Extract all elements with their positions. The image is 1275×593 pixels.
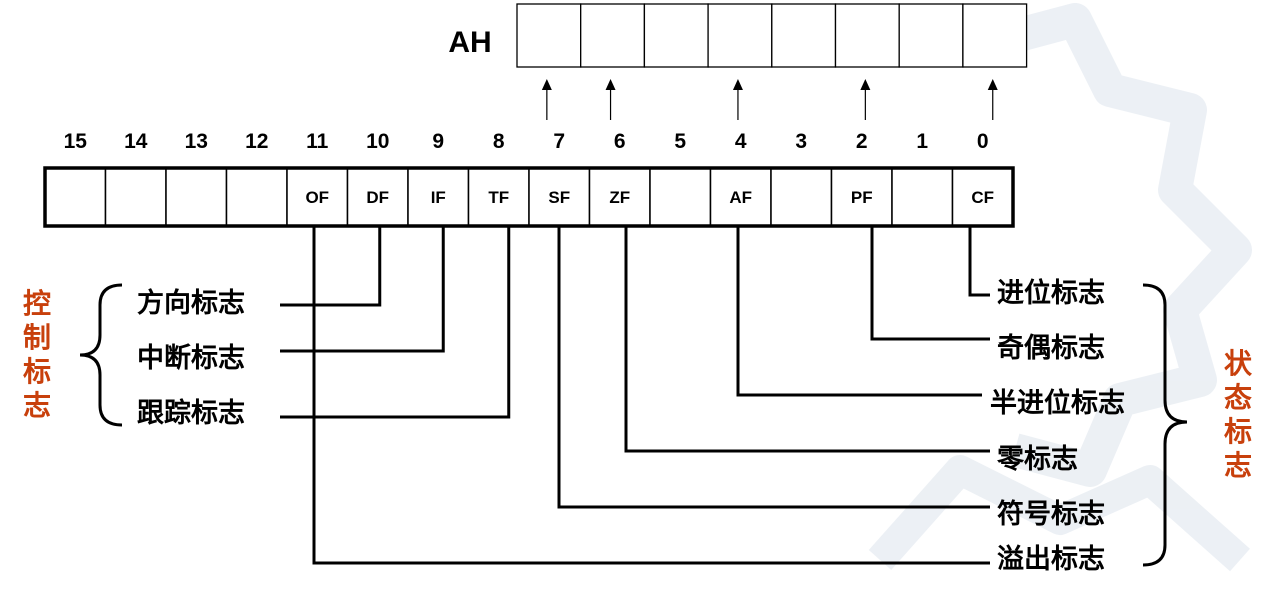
- bit-number: 5: [674, 130, 686, 153]
- flag-name-af: 半进位标志: [990, 387, 1125, 419]
- status-flags-brace: [1142, 283, 1188, 567]
- ah-label: AH: [448, 26, 491, 59]
- flag-name-of: 溢出标志: [997, 544, 1105, 575]
- register-cell: [770, 167, 833, 227]
- ah-cell: [580, 3, 646, 68]
- bit-number: 0: [977, 130, 989, 153]
- connector-bit-6: [624, 226, 990, 453]
- register-cell: [891, 167, 954, 227]
- bit-number: 9: [432, 130, 444, 153]
- flag-cell-label-cf: CF: [971, 188, 994, 207]
- ah-cell: [516, 3, 582, 68]
- connector-bit-7: [557, 226, 990, 509]
- ah-cell: [898, 3, 964, 68]
- flags-register: OF DF IF TF SF ZF AF PF CF: [43, 166, 1015, 228]
- flag-cell-label-tf: TF: [488, 188, 509, 207]
- ah-cell: [707, 3, 773, 68]
- control-flags-title-char-1: 控: [23, 287, 51, 320]
- register-cell: [649, 167, 712, 227]
- flag-cell-label-zf: ZF: [609, 188, 630, 207]
- connector-bit-0: [968, 226, 990, 297]
- bit-number: 1: [916, 130, 928, 153]
- bit-number: 12: [245, 130, 268, 153]
- status-flags-group: 进位标志 奇偶标志 半进位标志 零标志 符号标志 溢出标志 状 态 标 志: [990, 277, 1253, 575]
- bit-number: 6: [614, 130, 626, 153]
- arrow-head-icon: [541, 79, 552, 90]
- flag-cell-label-df: DF: [366, 188, 389, 207]
- bit-number: 14: [124, 130, 148, 153]
- watermark-gear-icon: [868, 3, 1252, 572]
- bit-number: 8: [493, 130, 505, 153]
- register-cell: [44, 167, 107, 227]
- bit-number: 4: [735, 130, 747, 153]
- ah-cell: [834, 3, 900, 68]
- ah-cell: [962, 3, 1028, 68]
- connector-bit-8: [280, 226, 511, 419]
- connector-bit-2: [870, 226, 990, 341]
- bit-number: 15: [64, 130, 88, 153]
- control-flags-title-char-3: 标: [23, 355, 51, 388]
- bit-number: 3: [795, 130, 807, 153]
- ah-cell: [643, 3, 709, 68]
- status-flags-title-char-1: 状: [1224, 347, 1253, 380]
- arrow-head-icon: [860, 79, 871, 90]
- arrow-head-icon: [987, 79, 998, 90]
- connector-bit-10: [280, 226, 382, 307]
- control-flags-title-char-4: 志: [23, 389, 51, 422]
- register-cell: [165, 167, 228, 227]
- connector-bit-4: [736, 226, 982, 397]
- flag-name-sf: 符号标志: [997, 498, 1105, 530]
- bit-number: 2: [856, 130, 868, 153]
- status-flags-title-char-4: 志: [1224, 449, 1252, 482]
- flag-name-zf: 零标志: [996, 444, 1078, 475]
- bit-number: 7: [553, 130, 565, 153]
- flag-cell-label-af: AF: [729, 188, 752, 207]
- register-cell: [407, 167, 470, 227]
- flag-cell-label-of: OF: [305, 188, 329, 207]
- control-flags-group: 控 制 标 志 方向标志 中断标志 跟踪标志: [23, 283, 245, 429]
- status-flags-title-char-3: 标: [1224, 415, 1252, 448]
- flag-name-if: 中断标志: [137, 343, 245, 374]
- register-cell: [104, 167, 167, 227]
- bit-number: 10: [366, 130, 389, 153]
- register-cell: [528, 167, 591, 227]
- ah-arrows: [541, 79, 998, 120]
- flag-name-tf: 跟踪标志: [137, 398, 245, 429]
- flag-name-cf: 进位标志: [997, 277, 1105, 309]
- control-flags-title-char-2: 制: [23, 321, 51, 354]
- flag-name-pf: 奇偶标志: [997, 333, 1105, 364]
- connector-bit-11: [312, 226, 990, 565]
- bit-number: 13: [185, 130, 208, 153]
- register-cell: [588, 167, 651, 227]
- status-flags-title-char-2: 态: [1224, 381, 1252, 414]
- flag-cell-label-if: IF: [431, 188, 446, 207]
- ah-register: [516, 3, 1028, 68]
- flag-cell-label-sf: SF: [548, 188, 570, 207]
- flag-cell-label-pf: PF: [851, 188, 873, 207]
- connector-lines: [280, 226, 990, 565]
- control-flags-brace: [79, 283, 123, 427]
- register-cell: [346, 167, 409, 227]
- ah-cell: [771, 3, 837, 68]
- flags-register-outline: [43, 166, 1015, 228]
- connector-bit-9: [280, 226, 445, 353]
- flag-name-df: 方向标志: [137, 287, 245, 319]
- arrow-head-icon: [605, 79, 616, 90]
- arrow-head-icon: [732, 79, 743, 90]
- register-cell: [225, 167, 288, 227]
- bit-number: 11: [306, 130, 329, 153]
